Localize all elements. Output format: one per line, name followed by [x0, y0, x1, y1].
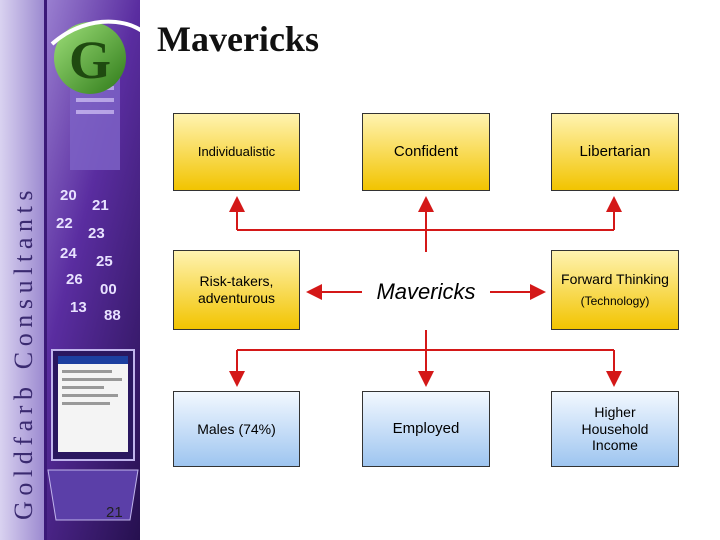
- demographic-label: Higher Household Income: [581, 403, 649, 454]
- calendar-number: 26: [66, 271, 83, 288]
- calendar-number: 24: [60, 245, 77, 262]
- sidebar-art: 20 21 22 23 24 25 26 00 13 88 G: [0, 0, 140, 540]
- trait-label: Risk-takers, adventurous: [197, 273, 276, 306]
- trait-individualistic: Individualistic: [173, 113, 300, 191]
- calendar-number: 20: [60, 187, 77, 204]
- demographic-income: Higher Household Income: [551, 391, 679, 467]
- brand-band: [0, 0, 44, 540]
- slide-title: Mavericks: [157, 19, 319, 59]
- demographic-label: Employed: [392, 420, 460, 437]
- trait-confident: Confident: [362, 113, 490, 191]
- page-number: 21: [106, 504, 123, 521]
- trait-label: Libertarian: [579, 143, 651, 160]
- trait-label: Forward Thinking: [561, 271, 669, 288]
- demographic-employed: Employed: [362, 391, 490, 467]
- trait-libertarian: Libertarian: [551, 113, 679, 191]
- calendar-number: 00: [100, 281, 117, 298]
- logo-swoosh: [50, 19, 140, 46]
- trait-risk-takers: Risk-takers, adventurous: [173, 250, 300, 330]
- calendar-number: 23: [88, 225, 105, 242]
- brand-sidebar: 20 21 22 23 24 25 26 00 13 88 G: [0, 0, 140, 540]
- laptop-photo: [47, 349, 139, 521]
- calendar-number: 22: [56, 215, 73, 232]
- calendar-photo: 20 21 22 23 24 25 26 00 13 88: [56, 187, 121, 324]
- trait-label: Individualistic: [197, 144, 276, 160]
- logo-letter: G: [69, 30, 111, 90]
- brand-name: Goldfarb Consultants: [9, 185, 38, 520]
- brand-vertical-text: Goldfarb Consultants: [9, 185, 38, 520]
- trait-sublabel: (Technology): [580, 294, 650, 309]
- logo-circle: [54, 22, 126, 94]
- calendar-number: 88: [104, 307, 121, 324]
- calendar-number: 21: [92, 197, 109, 214]
- trait-forward-thinking: Forward Thinking (Technology): [551, 250, 679, 330]
- band-divider: [44, 0, 47, 540]
- trait-label: Confident: [393, 143, 459, 160]
- calendar-number: 25: [96, 253, 113, 270]
- demographic-label: Males (74%): [197, 420, 276, 437]
- center-node-mavericks: Mavericks: [376, 279, 476, 304]
- demographic-males: Males (74%): [173, 391, 300, 467]
- calendar-number: 13: [70, 299, 87, 316]
- logo: G: [50, 19, 140, 94]
